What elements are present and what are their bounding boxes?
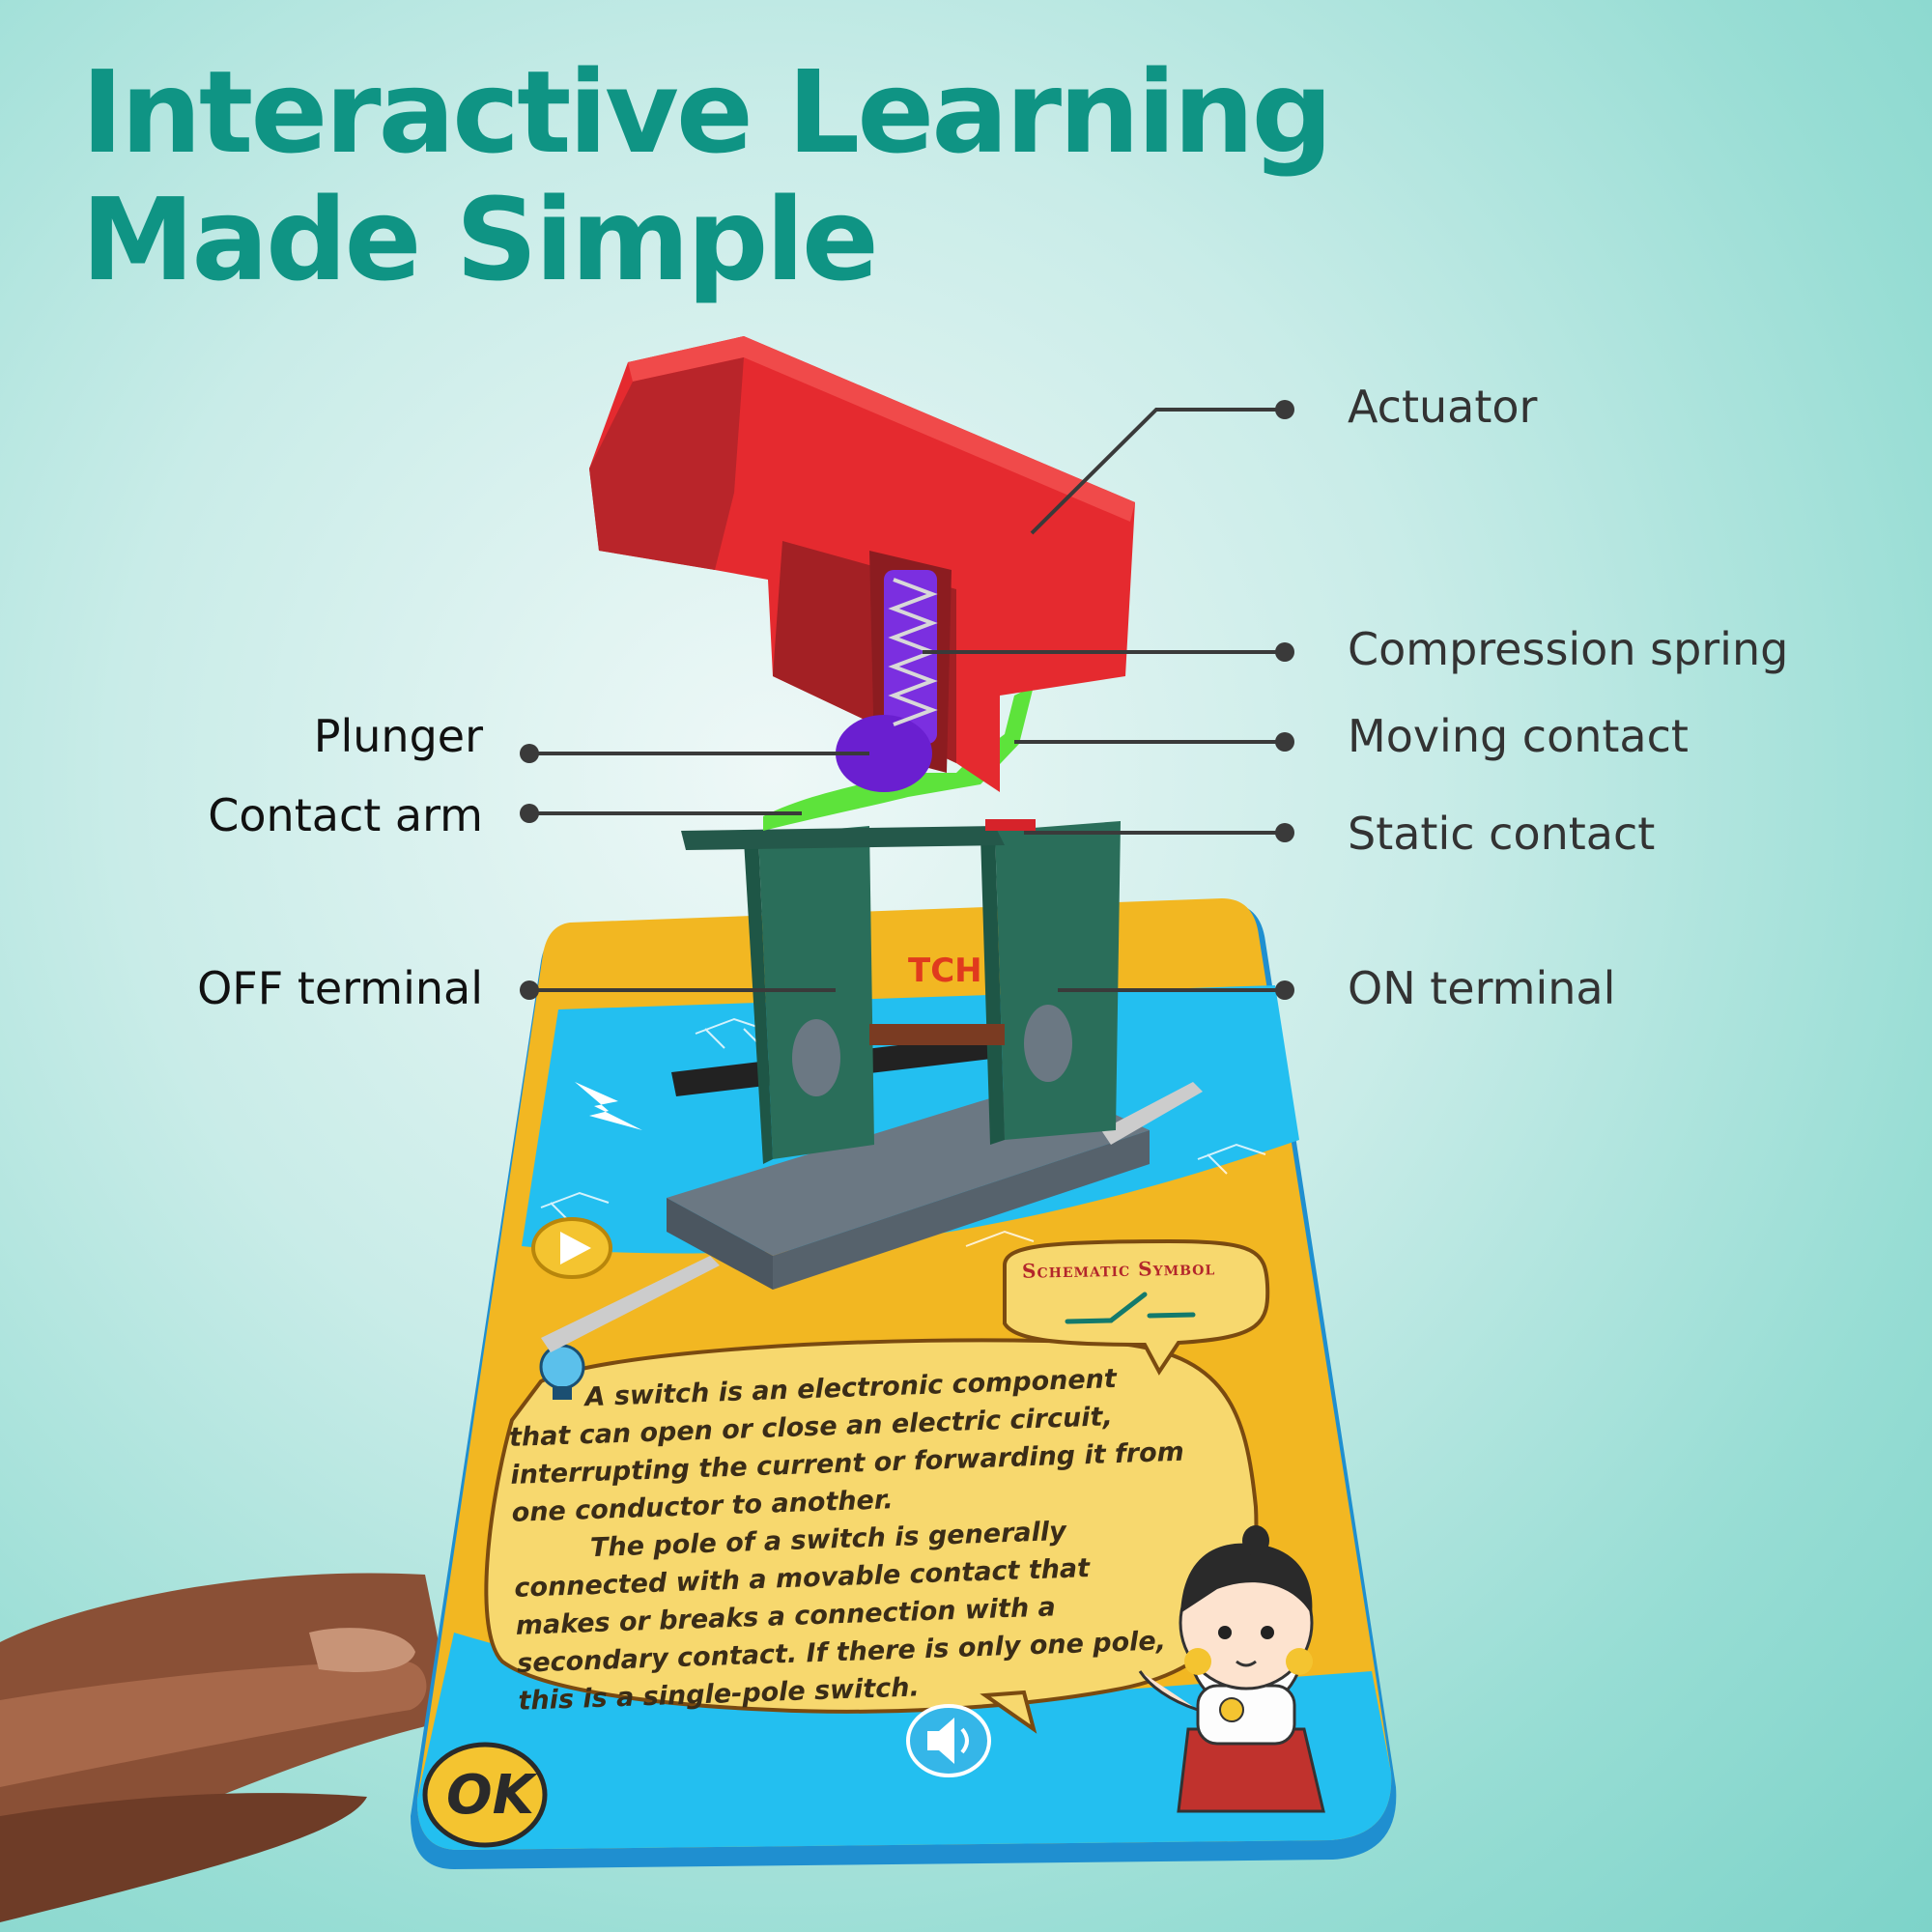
label-contact-arm: Contact arm (208, 789, 483, 841)
label-compression-spring: Compression spring (1348, 623, 1789, 675)
label-off-terminal: OFF terminal (197, 962, 483, 1014)
switch-3d-model (589, 336, 1135, 1164)
lightning-icon (575, 1082, 642, 1130)
learning-card (411, 898, 1397, 1869)
title-line-2: Made Simple (81, 173, 879, 306)
card-paragraph-1: A switch is an electronic component that… (508, 1363, 1185, 1528)
plunger-shape (884, 570, 937, 744)
speaker-button[interactable] (906, 1704, 991, 1777)
card-heading-fragment: TCH (908, 952, 982, 990)
static-contact-shape (985, 819, 1036, 831)
page-title: Interactive Learning Made Simple (81, 45, 1333, 306)
lightbulb-icon (539, 1344, 585, 1400)
label-plunger: Plunger (313, 710, 483, 762)
on-terminal-shape (995, 821, 1121, 1140)
mascot-character (1138, 1525, 1325, 1813)
ok-button-label[interactable]: OK (446, 1764, 534, 1827)
hand (0, 1573, 454, 1922)
play-button[interactable] (531, 1217, 612, 1279)
label-actuator: Actuator (1348, 381, 1538, 433)
card-paragraph-2: The pole of a switch is generally connec… (513, 1516, 1167, 1717)
schematic-symbol-title: Schematic Symbol (1021, 1256, 1216, 1283)
callout-dots (520, 400, 1294, 1000)
label-on-terminal: ON terminal (1348, 962, 1616, 1014)
play-icon (560, 1232, 591, 1264)
ok-button[interactable] (422, 1742, 548, 1848)
title-line-1: Interactive Learning (81, 45, 1333, 179)
contact-arm-shape (763, 686, 1034, 831)
label-moving-contact: Moving contact (1348, 710, 1689, 762)
decor-switch-icons (540, 1017, 1266, 1247)
off-terminal-shape (758, 826, 874, 1159)
speaker-icon (927, 1718, 954, 1764)
schematic-switch-symbol (1065, 1292, 1196, 1324)
card-description: A switch is an electronic component that… (507, 1358, 1195, 1720)
callout-lines (529, 408, 1285, 992)
label-static-contact: Static contact (1348, 808, 1656, 860)
